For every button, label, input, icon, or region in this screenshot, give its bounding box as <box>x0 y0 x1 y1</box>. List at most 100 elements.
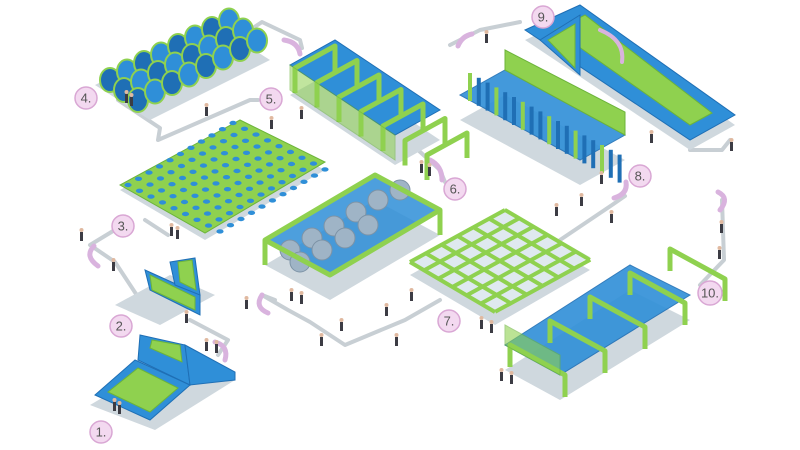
bump <box>200 175 209 180</box>
bump <box>222 175 231 180</box>
bump <box>310 173 319 178</box>
person-head <box>649 130 654 134</box>
person <box>650 134 653 143</box>
tube-rows <box>99 7 268 113</box>
bump <box>225 211 234 216</box>
bump <box>257 192 265 197</box>
bump <box>187 145 195 150</box>
tunnel-rib <box>667 246 728 301</box>
bump <box>192 205 200 210</box>
bump <box>215 217 223 222</box>
arrow-icon <box>281 37 303 57</box>
bump <box>237 216 245 222</box>
person-head <box>717 246 722 250</box>
tunnel-rib <box>547 318 608 373</box>
walkway-segment <box>116 98 260 142</box>
badge-step-3: 3. <box>111 214 135 238</box>
bump <box>170 206 178 211</box>
bump <box>212 181 220 186</box>
arrow-icon <box>256 292 271 316</box>
walkway-segment <box>143 218 170 237</box>
person <box>290 292 293 301</box>
bump <box>255 168 263 173</box>
bump <box>147 194 155 199</box>
bump <box>211 169 219 174</box>
bump <box>244 174 253 179</box>
pillar <box>538 111 543 140</box>
bump <box>268 198 277 203</box>
bump <box>240 126 249 131</box>
bump <box>190 181 198 186</box>
badge-step-9: 9. <box>531 5 555 29</box>
badge-label: 3. <box>118 219 129 234</box>
bump <box>191 193 199 198</box>
walkway-segment <box>698 198 726 287</box>
person-head <box>117 401 122 405</box>
person <box>113 402 116 411</box>
person-head <box>484 30 489 34</box>
badge-label: 7. <box>444 314 455 329</box>
person-head <box>129 93 134 97</box>
arrow-icon <box>87 243 101 269</box>
person-head <box>269 116 274 120</box>
arrow-icon <box>611 179 629 201</box>
person <box>300 295 303 304</box>
person-head <box>112 398 117 402</box>
bump <box>232 156 240 162</box>
bump <box>224 199 233 204</box>
bump <box>275 144 283 149</box>
pillar <box>512 97 516 125</box>
person <box>300 110 303 119</box>
walkway-segment <box>88 226 142 302</box>
bump <box>157 188 166 193</box>
frame-tunnel <box>289 39 470 180</box>
badge-step-8: 8. <box>628 164 652 188</box>
pillar <box>485 82 490 111</box>
person-head <box>509 371 514 375</box>
bump <box>213 193 221 198</box>
bump <box>263 138 272 143</box>
person-head <box>169 223 174 227</box>
person-head <box>554 203 559 207</box>
person <box>730 142 733 151</box>
person-head <box>609 210 614 214</box>
bump <box>209 145 217 150</box>
bump <box>256 180 264 185</box>
bump <box>145 170 153 175</box>
bump <box>267 186 276 191</box>
pillar <box>591 140 596 169</box>
bump <box>266 174 275 179</box>
bump <box>176 151 185 157</box>
person-head <box>299 106 304 110</box>
arrow-icon <box>598 28 625 64</box>
bump-grid <box>124 120 329 234</box>
pillar-rows <box>468 73 622 183</box>
person <box>490 324 493 333</box>
person-head <box>204 338 209 342</box>
bump <box>220 151 229 156</box>
pillar <box>582 135 587 164</box>
bump <box>226 223 235 228</box>
bump <box>234 180 242 186</box>
bump <box>203 211 212 216</box>
ball-tunnel <box>262 172 443 300</box>
person <box>205 107 208 116</box>
person <box>385 307 388 316</box>
tunnel-rib <box>627 270 688 325</box>
final-tunnel <box>504 246 728 400</box>
person <box>718 250 721 259</box>
person-head <box>579 193 584 197</box>
person <box>176 230 179 239</box>
bump <box>193 217 201 222</box>
pillar <box>573 130 578 159</box>
bump <box>135 188 144 193</box>
bump <box>230 132 238 138</box>
pillar <box>600 145 604 173</box>
bump <box>158 200 167 205</box>
person-head <box>489 320 494 324</box>
person-head <box>339 318 344 322</box>
bump <box>155 164 164 169</box>
bump <box>204 223 213 228</box>
maze-wall <box>494 258 592 314</box>
person-head <box>394 333 399 337</box>
